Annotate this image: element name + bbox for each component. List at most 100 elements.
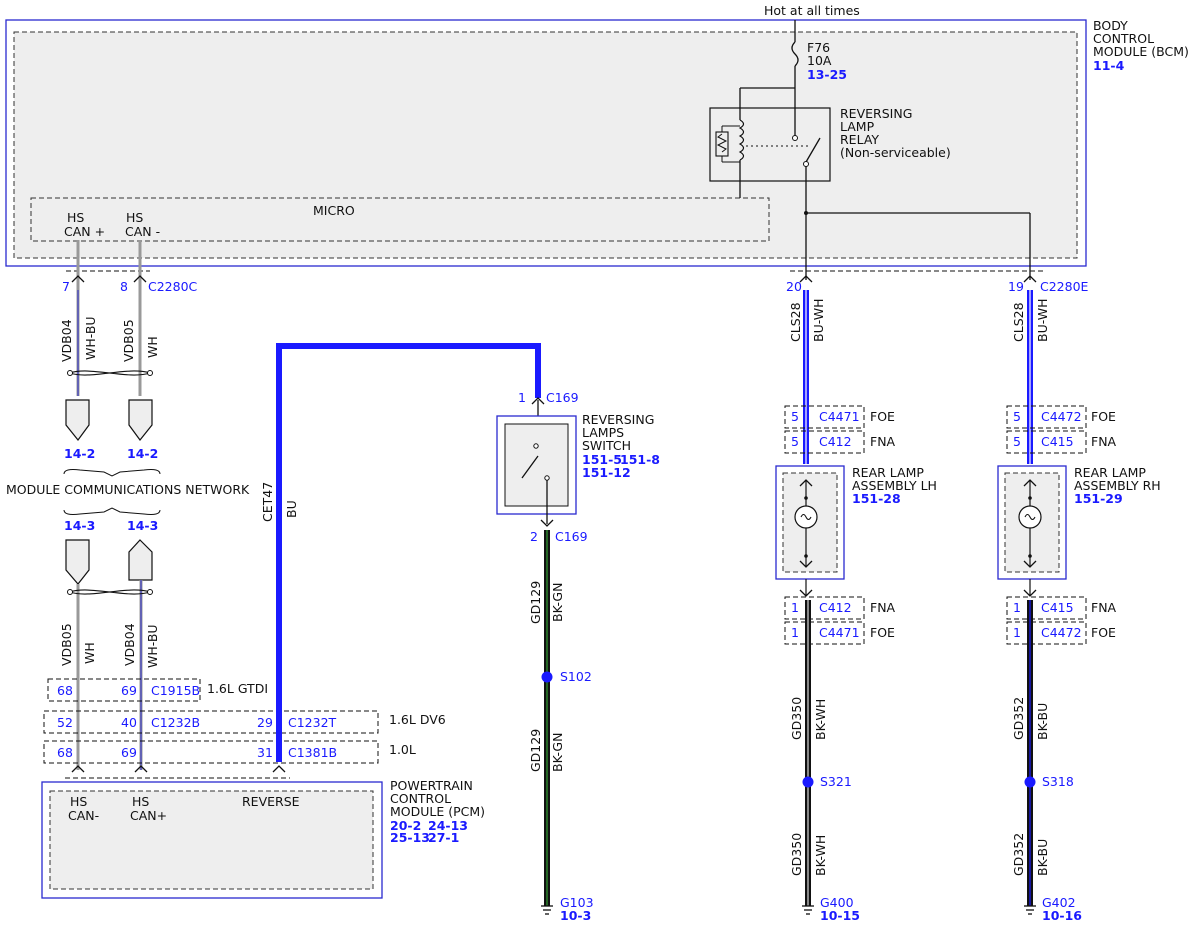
- rh-lower-arrow: [1023, 589, 1037, 597]
- rh-top-arrow: [1023, 275, 1037, 283]
- lh-c3-tag: FNA: [870, 600, 896, 615]
- rh-gnd-circuit-2: GD352: [1011, 833, 1026, 876]
- network-brace-top: [63, 469, 161, 477]
- lh-lamp-ref[interactable]: 151-28: [852, 491, 901, 506]
- bcm-ref[interactable]: 11-4: [1093, 58, 1125, 73]
- pcm-pin-reverse: REVERSE: [242, 794, 300, 809]
- pcm-ref-2[interactable]: 24-13: [428, 818, 468, 833]
- can-bottom-ref-1[interactable]: 14-3: [64, 518, 95, 533]
- can-top-ref-2[interactable]: 14-2: [127, 446, 158, 461]
- pcm-row3-conn[interactable]: C1381B: [288, 745, 337, 760]
- lh-c1-pin: 5: [791, 409, 799, 424]
- switch-ref-2[interactable]: 151-8: [620, 452, 660, 467]
- rh-c2-conn[interactable]: C415: [1041, 434, 1074, 449]
- pcm-row2-pin2: 40: [121, 715, 137, 730]
- pcm-row1-conn[interactable]: C1915B: [151, 683, 200, 698]
- switch-wire-color-2: BK-GN: [550, 733, 565, 772]
- twist-end-right-2: [147, 589, 153, 595]
- pcm-conn-row-1: [47, 678, 201, 702]
- network-brace-bottom: [63, 507, 161, 515]
- can-bottom-w2-circuit: VDB04: [122, 623, 137, 666]
- can-bottom-ref-2[interactable]: 14-3: [127, 518, 158, 533]
- rh-bulb-filament: [1024, 513, 1036, 521]
- switch-conn-top[interactable]: C169: [546, 390, 579, 405]
- splice-s318-label[interactable]: S318: [1042, 774, 1074, 789]
- pcm-conn-row-2: [43, 710, 379, 734]
- ground-g402-label[interactable]: G402: [1042, 895, 1076, 910]
- rh-gnd-color-1: BK-BU: [1035, 703, 1050, 740]
- bcm-connector-c2280e[interactable]: C2280E: [1040, 279, 1089, 294]
- rh-lamp-node-2: [1028, 554, 1032, 558]
- can-bottom-twist: [69, 589, 151, 595]
- lh-c4-conn[interactable]: C4471: [819, 625, 860, 640]
- splice-s321-label[interactable]: S321: [820, 774, 852, 789]
- bcm-pin-8: 8: [120, 279, 128, 294]
- ground-g400-label[interactable]: G400: [820, 895, 854, 910]
- pcm-outline: [41, 781, 383, 899]
- lh-feed-circuit: CLS28: [788, 302, 803, 342]
- switch-conn-bottom[interactable]: C169: [555, 529, 588, 544]
- can-top-ref-1[interactable]: 14-2: [64, 446, 95, 461]
- can-top-w1-color: WH-BU: [83, 316, 98, 360]
- switch-pin-bottom: 2: [530, 529, 538, 544]
- ground-g103-ref[interactable]: 10-3: [560, 908, 591, 923]
- fuse-ref[interactable]: 13-25: [807, 67, 847, 82]
- lh-c2-conn[interactable]: C412: [819, 434, 852, 449]
- bcm-pin-hs-can-minus: HS CAN -: [125, 210, 160, 239]
- rh-conn-c4472-bottom: [1006, 621, 1087, 645]
- rh-lamp-ref[interactable]: 151-29: [1074, 491, 1123, 506]
- ground-g103-icon: [541, 905, 553, 915]
- switch-wire-circuit-2: GD129: [528, 729, 543, 772]
- rh-gnd-circuit-1: GD352: [1011, 697, 1026, 740]
- bcm-micro-box: [30, 197, 770, 242]
- can-top-w1-circuit: VDB04: [59, 319, 74, 362]
- pcm-ref-4[interactable]: 27-1: [428, 830, 459, 845]
- switch-ref-3[interactable]: 151-12: [582, 465, 631, 480]
- lh-lamp-node-2: [804, 554, 808, 558]
- pcm-inner: [49, 790, 374, 890]
- lh-c4-pin: 1: [791, 625, 799, 640]
- splice-s102-label[interactable]: S102: [560, 669, 592, 684]
- splice-s318: [1024, 776, 1036, 788]
- ground-g103-label[interactable]: G103: [560, 895, 594, 910]
- rh-c4-tag: FOE: [1091, 625, 1116, 640]
- relay-contact-arm: [805, 137, 821, 163]
- pcm-ref-3[interactable]: 25-13: [390, 830, 430, 845]
- lh-lamp-bottom-arrow: [799, 560, 813, 568]
- pcm-row3-engine: 1.0L: [389, 742, 416, 757]
- switch-outline: [496, 415, 577, 515]
- lh-gnd-color-2: BK-WH: [813, 835, 828, 876]
- rh-c4-conn[interactable]: C4472: [1041, 625, 1082, 640]
- rh-c3-conn[interactable]: C415: [1041, 600, 1074, 615]
- pcm-row2-conn[interactable]: C1232B: [151, 715, 200, 730]
- ground-g402-ref[interactable]: 10-16: [1042, 908, 1082, 923]
- ground-g400-icon: [802, 905, 814, 915]
- can-top-w2-color: WH: [145, 336, 160, 358]
- lh-c2-tag: FNA: [870, 434, 896, 449]
- pcm-ref-1[interactable]: 20-2: [390, 818, 421, 833]
- fuse-symbol: [791, 41, 799, 67]
- lh-c3-conn[interactable]: C412: [819, 600, 852, 615]
- lh-lamp-outline: [775, 465, 845, 580]
- bcm-can-plus-arrow: [71, 275, 85, 283]
- rh-gnd-color-2: BK-BU: [1035, 839, 1050, 876]
- can-top-twist: [69, 370, 151, 376]
- rh-c1-conn[interactable]: C4472: [1041, 409, 1082, 424]
- lh-conn-c412-top: [784, 430, 865, 454]
- ground-g400-ref[interactable]: 10-15: [820, 908, 860, 923]
- bcm-connector-c2280c[interactable]: C2280C: [148, 279, 198, 294]
- power-label: Hot at all times: [764, 3, 860, 18]
- twist-end-left-2: [67, 589, 73, 595]
- bcm-title: BODY CONTROL MODULE (BCM): [1093, 18, 1189, 59]
- switch-ref-1[interactable]: 151-5: [582, 452, 622, 467]
- can-top-offpage-1: [65, 399, 90, 441]
- switch-wire-color-1: BK-GN: [550, 583, 565, 622]
- lh-c1-conn[interactable]: C4471: [819, 409, 860, 424]
- bcm-pin-hs-can-plus: HS CAN +: [64, 210, 105, 239]
- fuse-rating: 10A: [807, 53, 832, 68]
- reverse-wire-circuit: CET47: [260, 482, 275, 522]
- pcm-row2-conn2[interactable]: C1232T: [288, 715, 337, 730]
- can-bottom-w1-color: WH: [82, 642, 97, 664]
- lh-top-arrow: [799, 275, 813, 283]
- rh-feed-color: BU-WH: [1035, 299, 1050, 343]
